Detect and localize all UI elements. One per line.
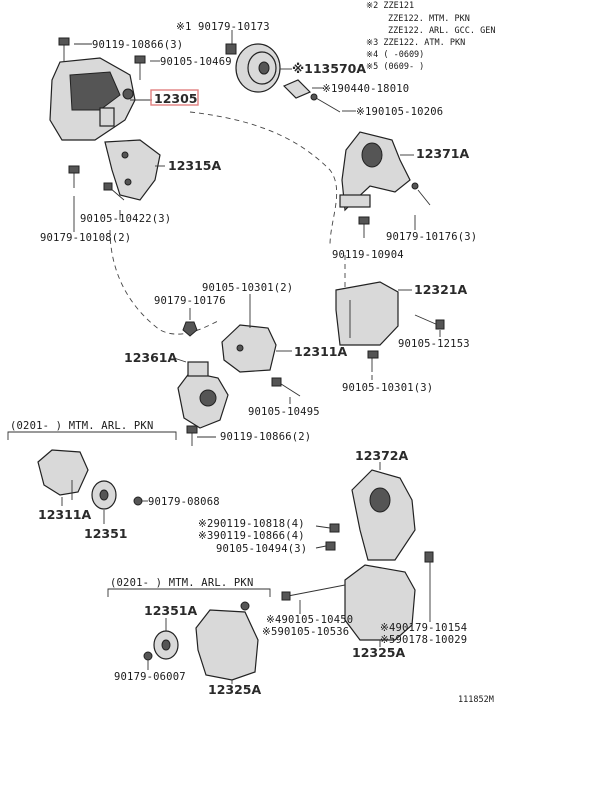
bolt-90119-10866-top[interactable] bbox=[58, 37, 70, 62]
part-12371A-bracket[interactable] bbox=[339, 131, 431, 212]
bolt-90105-10450[interactable] bbox=[281, 584, 346, 601]
label-90119-10866-3[interactable]: 90119-10866(3) bbox=[92, 39, 183, 51]
notes-block: ※2 ZZE121 ZZE122. MTM. PKN ZZE122. ARL. … bbox=[366, 1, 495, 72]
label-90105-10494[interactable]: 90105-10494(3) bbox=[216, 543, 307, 555]
nut-90179-08068[interactable] bbox=[133, 496, 143, 506]
label-90179-10176[interactable]: 90179-10176 bbox=[154, 295, 226, 307]
label-12371A[interactable]: 12371A bbox=[416, 146, 469, 161]
label-90105-10495[interactable]: 90105-10495 bbox=[248, 406, 320, 418]
nut-90179-10154[interactable] bbox=[424, 551, 434, 563]
note-2: ZZE122. MTM. PKN bbox=[388, 14, 470, 24]
label-12321A[interactable]: 12321A bbox=[414, 282, 467, 297]
label-290119-10818[interactable]: ※290119-10818(4) bbox=[198, 518, 305, 530]
part-12311A-upper[interactable] bbox=[221, 324, 277, 373]
nut-90179-10176-b[interactable] bbox=[182, 321, 198, 337]
part-12315A-bracket[interactable] bbox=[104, 139, 161, 201]
note-1: ※2 ZZE121 bbox=[366, 1, 414, 11]
bolt-90119-10904[interactable] bbox=[358, 216, 370, 238]
label-90105-12153[interactable]: 90105-12153 bbox=[398, 338, 470, 350]
label-12372A[interactable]: 12372A bbox=[355, 448, 408, 463]
bushing-12351[interactable] bbox=[91, 480, 117, 510]
part-12321A-bracket[interactable] bbox=[335, 281, 399, 346]
label-90105-10301-3[interactable]: 90105-10301(3) bbox=[342, 382, 433, 394]
dashed-leaders bbox=[109, 111, 346, 335]
label-590105-10536[interactable]: ※590105-10536 bbox=[262, 626, 349, 638]
label-90119-10904[interactable]: 90119-10904 bbox=[332, 249, 404, 261]
label-390119-10866[interactable]: ※390119-10866(4) bbox=[198, 530, 305, 542]
label-12351A[interactable]: 12351A bbox=[144, 603, 197, 618]
label-590178-10029[interactable]: ※590178-10029 bbox=[380, 634, 467, 646]
highlight-12305 bbox=[150, 89, 199, 106]
label-12311A-lower[interactable]: 12311A bbox=[38, 507, 91, 522]
part-12311A-lower[interactable] bbox=[37, 449, 89, 500]
label-90105-10301-2[interactable]: 90105-10301(2) bbox=[202, 282, 293, 294]
note-4: ※3 ZZE122. ATM. PKN bbox=[366, 38, 465, 48]
label-90440-18010[interactable]: ※190440-18010 bbox=[322, 83, 409, 95]
label-90105-10206[interactable]: ※190105-10206 bbox=[356, 106, 443, 118]
label-90105-10422[interactable]: 90105-10422(3) bbox=[80, 213, 171, 225]
bolt-90105-12153[interactable] bbox=[414, 314, 445, 330]
bolt-90105-10301-b[interactable] bbox=[367, 350, 379, 372]
label-90179-10176-3[interactable]: 90179-10176(3) bbox=[386, 231, 477, 243]
label-90179-10108[interactable]: 90179-10108(2) bbox=[40, 232, 131, 244]
note-6: ※5 (0609- ) bbox=[366, 62, 424, 72]
label-12361A[interactable]: 12361A bbox=[124, 350, 177, 365]
part-12305-mount[interactable] bbox=[49, 57, 136, 141]
bolt-90105-10206[interactable] bbox=[310, 93, 341, 113]
label-12325A-right[interactable]: 12325A bbox=[352, 645, 405, 660]
collar-90440-18010[interactable] bbox=[282, 79, 312, 99]
reference-code: 111852M bbox=[458, 695, 494, 705]
bushing-12351A[interactable] bbox=[153, 630, 179, 660]
label-490105-10450[interactable]: ※490105-10450 bbox=[266, 614, 353, 626]
section-bracket-2 bbox=[107, 588, 271, 597]
part-12325A-left-bracket[interactable] bbox=[195, 601, 259, 681]
pulley-13570A[interactable] bbox=[225, 43, 281, 93]
label-12315A[interactable]: 12315A bbox=[168, 158, 221, 173]
label-90179-06007[interactable]: 90179-06007 bbox=[114, 671, 186, 683]
bolt-90105-10469[interactable] bbox=[134, 55, 146, 80]
label-13570A[interactable]: ※113570A bbox=[292, 61, 366, 76]
label-90179-10173[interactable]: ※1 90179-10173 bbox=[176, 21, 270, 33]
note-3: ZZE122. ARL. GCC. GEN bbox=[388, 26, 495, 36]
label-12351[interactable]: 12351 bbox=[84, 526, 128, 541]
bolt-90119-10818[interactable] bbox=[329, 523, 340, 533]
bolt-90119-10866-b[interactable] bbox=[186, 425, 198, 446]
label-90179-08068[interactable]: 90179-08068 bbox=[148, 496, 220, 508]
note-5: ※4 ( -0609) bbox=[366, 50, 424, 60]
label-90105-10469[interactable]: 90105-10469 bbox=[160, 56, 232, 68]
part-labels: ※1 90179-10173 90119-10866(3) 90105-1046… bbox=[10, 21, 494, 705]
bolt-90105-10495[interactable] bbox=[271, 377, 301, 397]
label-12305[interactable]: 12305 bbox=[154, 91, 198, 106]
bolt-90105-10422[interactable] bbox=[103, 182, 125, 201]
part-12325A-right-bracket[interactable] bbox=[344, 564, 416, 641]
part-12372A-mount[interactable] bbox=[351, 469, 416, 561]
part-12361A-mount[interactable] bbox=[177, 361, 229, 429]
leader-lines bbox=[61, 30, 441, 684]
label-90119-10866-2[interactable]: 90119-10866(2) bbox=[220, 431, 311, 443]
section-bracket-1 bbox=[7, 431, 177, 440]
bolt-90105-10494[interactable] bbox=[325, 541, 336, 551]
bolt-90179-10108[interactable] bbox=[68, 165, 80, 188]
label-12311A-upper[interactable]: 12311A bbox=[294, 344, 347, 359]
section-label-1: (0201- ) MTM. ARL. PKN bbox=[10, 420, 153, 432]
section-label-2: (0201- ) MTM. ARL. PKN bbox=[110, 577, 253, 589]
nut-90179-06007[interactable] bbox=[143, 651, 153, 661]
label-490179-10154[interactable]: ※490179-10154 bbox=[380, 622, 467, 634]
label-12325A-left[interactable]: 12325A bbox=[208, 682, 261, 697]
